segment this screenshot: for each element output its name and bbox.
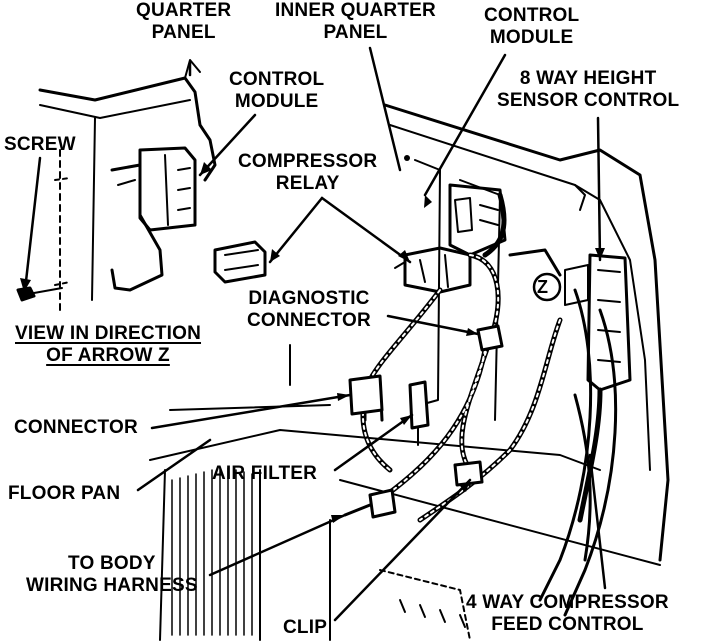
arrow-z-marker bbox=[532, 272, 562, 302]
label-air-filter: AIR FILTER bbox=[212, 463, 318, 484]
connector-art bbox=[348, 374, 384, 416]
label-connector: CONNECTOR bbox=[14, 417, 138, 438]
leader-arrowheads bbox=[20, 162, 605, 523]
vehicle-body-art bbox=[149, 103, 670, 641]
label-control-module-top: CONTROL MODULE bbox=[484, 5, 580, 48]
label-8-way-height-sensor-control: 8 WAY HEIGHT SENSOR CONTROL bbox=[497, 68, 680, 111]
label-screw: SCREW bbox=[4, 134, 76, 155]
label-4-way-compressor-feed-control: 4 WAY COMPRESSOR FEED CONTROL bbox=[466, 592, 669, 635]
body-harness-grommet-art bbox=[343, 488, 397, 519]
leader-lines bbox=[23, 46, 607, 622]
inset-view-art bbox=[16, 59, 267, 311]
label-to-body-wiring-harness: TO BODY WIRING HARNESS bbox=[26, 553, 198, 596]
label-clip: CLIP bbox=[283, 617, 328, 638]
height-sensor-control-art bbox=[508, 248, 632, 392]
compressor-relay-main-art bbox=[394, 246, 472, 294]
label-z-marker: Z bbox=[537, 277, 549, 297]
diagnostic-connector-art bbox=[476, 324, 504, 352]
label-control-module-inset: CONTROL MODULE bbox=[229, 69, 325, 112]
control-module-main-art bbox=[448, 183, 507, 257]
label-inner-quarter-panel: INNER QUARTER PANEL bbox=[275, 0, 436, 43]
label-view-in-direction-of-arrow-z: VIEW IN DIRECTION OF ARROW Z bbox=[15, 323, 202, 366]
label-quarter-panel: QUARTER PANEL bbox=[136, 0, 232, 43]
air-filter-art bbox=[408, 380, 430, 446]
label-floor-pan: FLOOR PAN bbox=[8, 483, 121, 504]
label-diagnostic-connector: DIAGNOSTIC CONNECTOR bbox=[247, 288, 371, 331]
label-compressor-relay: COMPRESSOR RELAY bbox=[238, 151, 378, 194]
clip-art bbox=[453, 460, 484, 487]
feed-control-art bbox=[573, 393, 592, 562]
